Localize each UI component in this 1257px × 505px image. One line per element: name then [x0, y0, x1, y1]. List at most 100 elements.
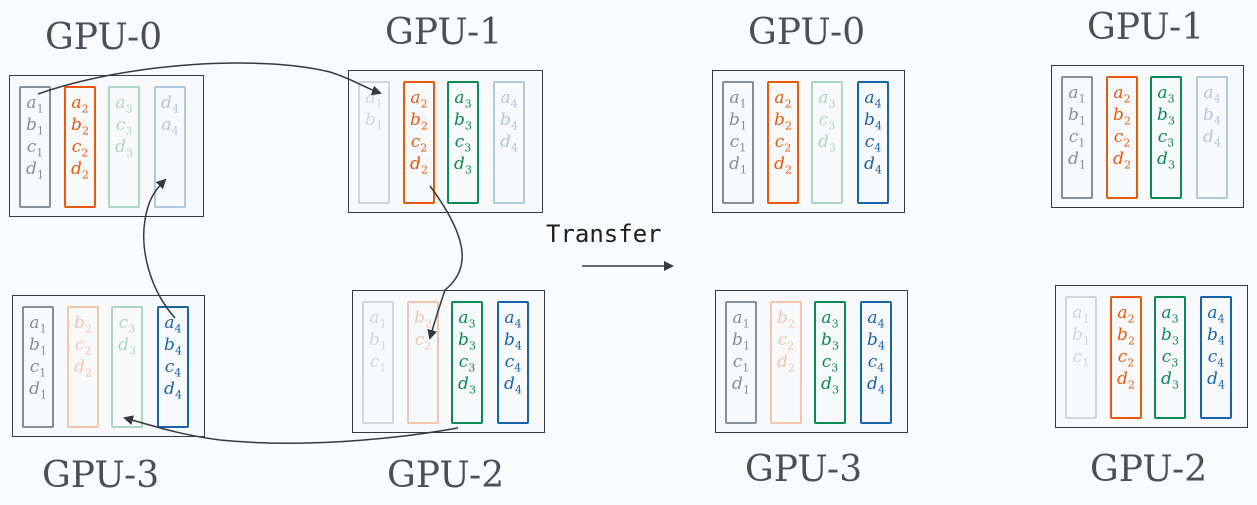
shard-cell: a3 [454, 88, 472, 111]
shard-cell: d3 [454, 154, 472, 177]
shard-cell: b3 [821, 330, 839, 353]
shard-cell: a2 [410, 88, 428, 111]
shard-cell: d3 [1157, 149, 1175, 172]
gpu-label: GPU-1 [1087, 7, 1205, 48]
shard-cell: a4 [161, 115, 179, 138]
shard-cell: b1 [1068, 105, 1086, 128]
shard-cell: a4 [1203, 83, 1221, 106]
shard-cell: b2 [71, 115, 89, 138]
shard-cell: a4 [164, 313, 182, 336]
shard-cell: a3 [821, 308, 839, 331]
shard-cell: b2 [1113, 105, 1131, 128]
shard-cell: b4 [1203, 105, 1221, 128]
arrow-gpu1-to-gpu2 [427, 185, 463, 340]
shard-cell: d4 [867, 374, 885, 397]
shard-cell: a1 [26, 93, 44, 116]
shard-cell: d1 [732, 374, 750, 397]
shard-cell: a2 [71, 93, 89, 116]
shard-cell: b4 [164, 335, 182, 358]
shard-cell: c3 [118, 313, 136, 336]
shard-cell: a3 [458, 308, 476, 331]
shard-cell: c3 [458, 352, 476, 375]
shard-cell: b4 [867, 330, 885, 353]
shard-cell: d3 [818, 132, 836, 155]
shard-cell: b2 [74, 313, 92, 336]
arrow-gpu2-to-gpu3 [123, 415, 459, 444]
shard-cell: c2 [1117, 347, 1135, 370]
shard-cell: b1 [369, 330, 387, 353]
shard-cell: c2 [74, 335, 92, 358]
shard-cell: d2 [1113, 149, 1131, 172]
shard-cell: c1 [369, 352, 387, 375]
shard-cell: d3 [821, 374, 839, 397]
shard-cell: d4 [864, 154, 882, 177]
shard-cell: d4 [1207, 369, 1225, 392]
shard-cell: a2 [1113, 83, 1131, 106]
shard-cell: a1 [365, 88, 383, 111]
shard-cell: c3 [1161, 347, 1179, 370]
shard-cell: c1 [732, 352, 750, 375]
shard-cell: a1 [29, 313, 47, 336]
transfer-label: Transfer [546, 220, 662, 248]
shard-cell: a4 [867, 308, 885, 331]
shard-cell: d2 [71, 159, 89, 182]
arrow-gpu3-to-gpu0 [143, 178, 176, 319]
shard-cell: c4 [164, 357, 182, 380]
shard-cell: b4 [504, 330, 522, 353]
shard-cell: c2 [410, 132, 428, 155]
shard-cell: b1 [26, 115, 44, 138]
shard-cell: a2 [1117, 303, 1135, 326]
shard-cell: a3 [115, 93, 133, 116]
shard-cell: b3 [454, 110, 472, 133]
shard-cell: a1 [1068, 83, 1086, 106]
shard-cell: c4 [1207, 347, 1225, 370]
shard-cell: d1 [1068, 149, 1086, 172]
arrow-gpu0-to-gpu1 [37, 62, 382, 96]
shard-cell: c3 [1157, 127, 1175, 150]
gpu-label: GPU-1 [385, 12, 503, 53]
shard-cell: a1 [369, 308, 387, 331]
shard-cell: b1 [729, 110, 747, 133]
shard-cell: d4 [1203, 127, 1221, 150]
shard-cell: d2 [777, 352, 795, 375]
shard-cell: c2 [414, 330, 432, 353]
shard-cell: c3 [115, 115, 133, 138]
shard-cell: c1 [1072, 347, 1090, 370]
shard-cell: c4 [867, 352, 885, 375]
shard-cell: c3 [821, 352, 839, 375]
shard-cell: a3 [818, 88, 836, 111]
shard-cell: a1 [732, 308, 750, 331]
shard-cell: d1 [729, 154, 747, 177]
shard-cell: c1 [26, 137, 44, 160]
shard-cell: b2 [414, 308, 432, 331]
shard-cell: b4 [1207, 325, 1225, 348]
shard-cell: b3 [458, 330, 476, 353]
shard-cell: c3 [454, 132, 472, 155]
shard-cell: c3 [818, 110, 836, 133]
gpu-label: GPU-0 [45, 17, 163, 58]
